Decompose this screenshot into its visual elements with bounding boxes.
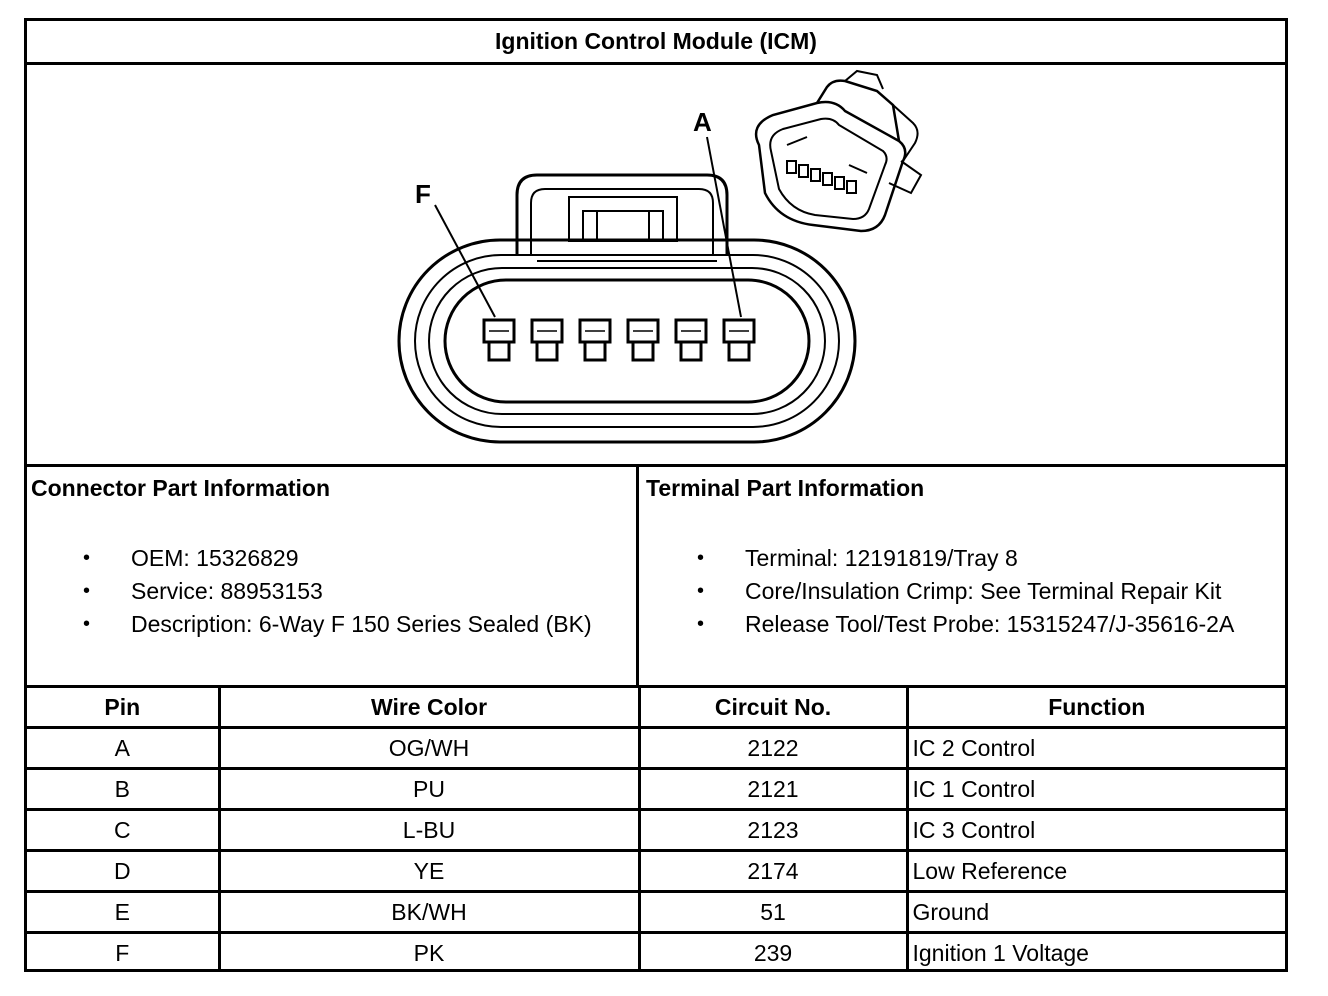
list-item: • OEM: 15326829 [27, 542, 636, 575]
circuit-cell: 2121 [637, 767, 909, 811]
connector-oem: OEM: 15326829 [131, 545, 299, 571]
latch-tab [568, 196, 678, 242]
function-cell: Ignition 1 Voltage [905, 931, 1285, 972]
bullet: • [83, 613, 91, 635]
connector-sheet: Ignition Control Module (ICM) [24, 18, 1288, 972]
list-item: • Release Tool/Test Probe: 15315247/J-356… [639, 608, 1285, 641]
function-cell: IC 1 Control [905, 767, 1285, 811]
terminal-b [674, 318, 708, 362]
terminal-crimp: Core/Insulation Crimp: See Terminal Repa… [745, 578, 1222, 604]
connector-info-list: • OEM: 15326829 • Service: 88953153 • Descr… [27, 542, 636, 641]
table-row: F PK 239 Ignition 1 Voltage [27, 931, 1285, 972]
bullet: • [83, 580, 91, 602]
page-title: Ignition Control Module (ICM) [27, 21, 1285, 65]
table-row: B PU 2121 IC 1 Control [27, 767, 1285, 811]
list-item: • Core/Insulation Crimp: See Terminal Rep… [639, 575, 1285, 608]
connector-inner-shell-1 [414, 254, 840, 428]
function-cell: Low Reference [905, 849, 1285, 893]
terminal-part-info: Terminal Part Information • Terminal: 121… [639, 467, 1285, 685]
connector-diagram: A F [27, 65, 1285, 467]
terminal-info-heading: Terminal Part Information [646, 475, 925, 501]
latch-detail [582, 210, 664, 241]
header-function: Function [905, 686, 1285, 729]
header-circuit-no: Circuit No. [637, 686, 909, 729]
circuit-cell: 2174 [637, 849, 909, 893]
circuit-cell: 239 [637, 931, 909, 972]
table-row: D YE 2174 Low Reference [27, 849, 1285, 893]
pin-label-a: A [693, 107, 712, 137]
connector-service: Service: 88953153 [131, 578, 323, 604]
connector-info-heading: Connector Part Information [31, 475, 331, 501]
table-row: A OG/WH 2122 IC 2 Control [27, 726, 1285, 770]
list-item: • Terminal: 12191819/Tray 8 [639, 542, 1285, 575]
connector-description: Description: 6-Way F 150 Series Sealed (… [131, 611, 592, 637]
wire-color-cell: PU [217, 767, 641, 811]
table-header-row: Pin Wire Color Circuit No. Function [27, 686, 1285, 729]
latch-housing [515, 173, 729, 255]
connector-inner-shell-2 [428, 267, 826, 415]
wire-color-cell: L-BU [217, 808, 641, 852]
terminal-f [482, 318, 516, 362]
pin-cell: C [27, 808, 221, 852]
terminal-info-list: • Terminal: 12191819/Tray 8 • Core/Insulat… [639, 542, 1285, 641]
list-item: • Service: 88953153 [27, 575, 636, 608]
bullet: • [83, 547, 91, 569]
function-cell: Ground [905, 890, 1285, 934]
terminal-cavities [482, 318, 756, 362]
pin-cell: E [27, 890, 221, 934]
wire-color-cell: PK [217, 931, 641, 972]
wire-color-cell: OG/WH [217, 726, 641, 770]
pinout-table: Pin Wire Color Circuit No. Function A OG… [27, 685, 1285, 972]
list-item: • Description: 6-Way F 150 Series Sealed … [27, 608, 636, 641]
header-wire-color: Wire Color [217, 686, 641, 729]
terminal-number: Terminal: 12191819/Tray 8 [745, 545, 1018, 571]
bullet: • [697, 547, 705, 569]
latch-housing-inner [530, 188, 714, 255]
pin-cell: F [27, 931, 221, 972]
pin-cell: B [27, 767, 221, 811]
wire-color-cell: YE [217, 849, 641, 893]
terminal-c [626, 318, 660, 362]
table-row: E BK/WH 51 Ground [27, 890, 1285, 934]
connector-perspective-view [754, 69, 923, 233]
pin-cell: D [27, 849, 221, 893]
table-row: C L-BU 2123 IC 3 Control [27, 808, 1285, 852]
terminal-d [578, 318, 612, 362]
terminal-a [722, 318, 756, 362]
connector-inner-shell-3 [443, 278, 811, 404]
bullet: • [697, 613, 705, 635]
function-cell: IC 3 Control [905, 808, 1285, 852]
header-pin: Pin [27, 686, 221, 729]
connector-part-info: Connector Part Information • OEM: 1532682… [27, 467, 639, 685]
terminal-release-tool: Release Tool/Test Probe: 15315247/J-3561… [745, 611, 1235, 637]
circuit-cell: 2123 [637, 808, 909, 852]
terminal-e [530, 318, 564, 362]
bullet: • [697, 580, 705, 602]
leader-line-a [706, 136, 742, 318]
circuit-cell: 51 [637, 890, 909, 934]
function-cell: IC 2 Control [905, 726, 1285, 770]
wire-color-cell: BK/WH [217, 890, 641, 934]
leader-line-f [434, 204, 496, 318]
pin-cell: A [27, 726, 221, 770]
pin-label-f: F [415, 179, 431, 209]
connector-face-drawing: A F [397, 69, 923, 444]
circuit-cell: 2122 [637, 726, 909, 770]
